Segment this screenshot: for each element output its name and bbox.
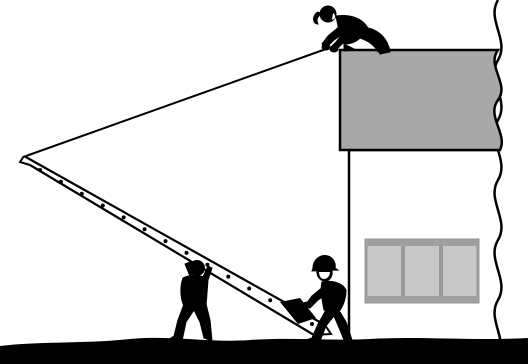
ladder-rail-bottom (30, 165, 314, 335)
ladder-rung (185, 251, 189, 255)
ladder-rung (38, 168, 42, 172)
rope-holder-figure (314, 6, 391, 54)
ladder (20, 156, 331, 335)
ladder-rung (247, 287, 251, 291)
ladder-footer-torso (321, 281, 346, 314)
ladder-rung (226, 275, 230, 279)
ladder-rail-top (24, 156, 325, 325)
ladder-rung (101, 204, 105, 208)
building (340, 0, 528, 364)
ladder-lifter-figure (168, 261, 212, 342)
window (366, 240, 478, 302)
ground (0, 338, 528, 364)
ladder-rung (122, 215, 126, 219)
ladder-rung (310, 322, 314, 326)
rope (26, 49, 326, 156)
ladder-rung (268, 298, 272, 302)
hardhat-icon (312, 256, 338, 271)
roof-block (340, 50, 502, 150)
ladder-rung (59, 180, 63, 184)
ladder-lifter-torso (181, 275, 208, 306)
ladder-lifter-legs (168, 304, 212, 341)
ladder-rung (164, 239, 168, 243)
ladder-rung (80, 192, 84, 196)
ladder-rung (143, 227, 147, 231)
